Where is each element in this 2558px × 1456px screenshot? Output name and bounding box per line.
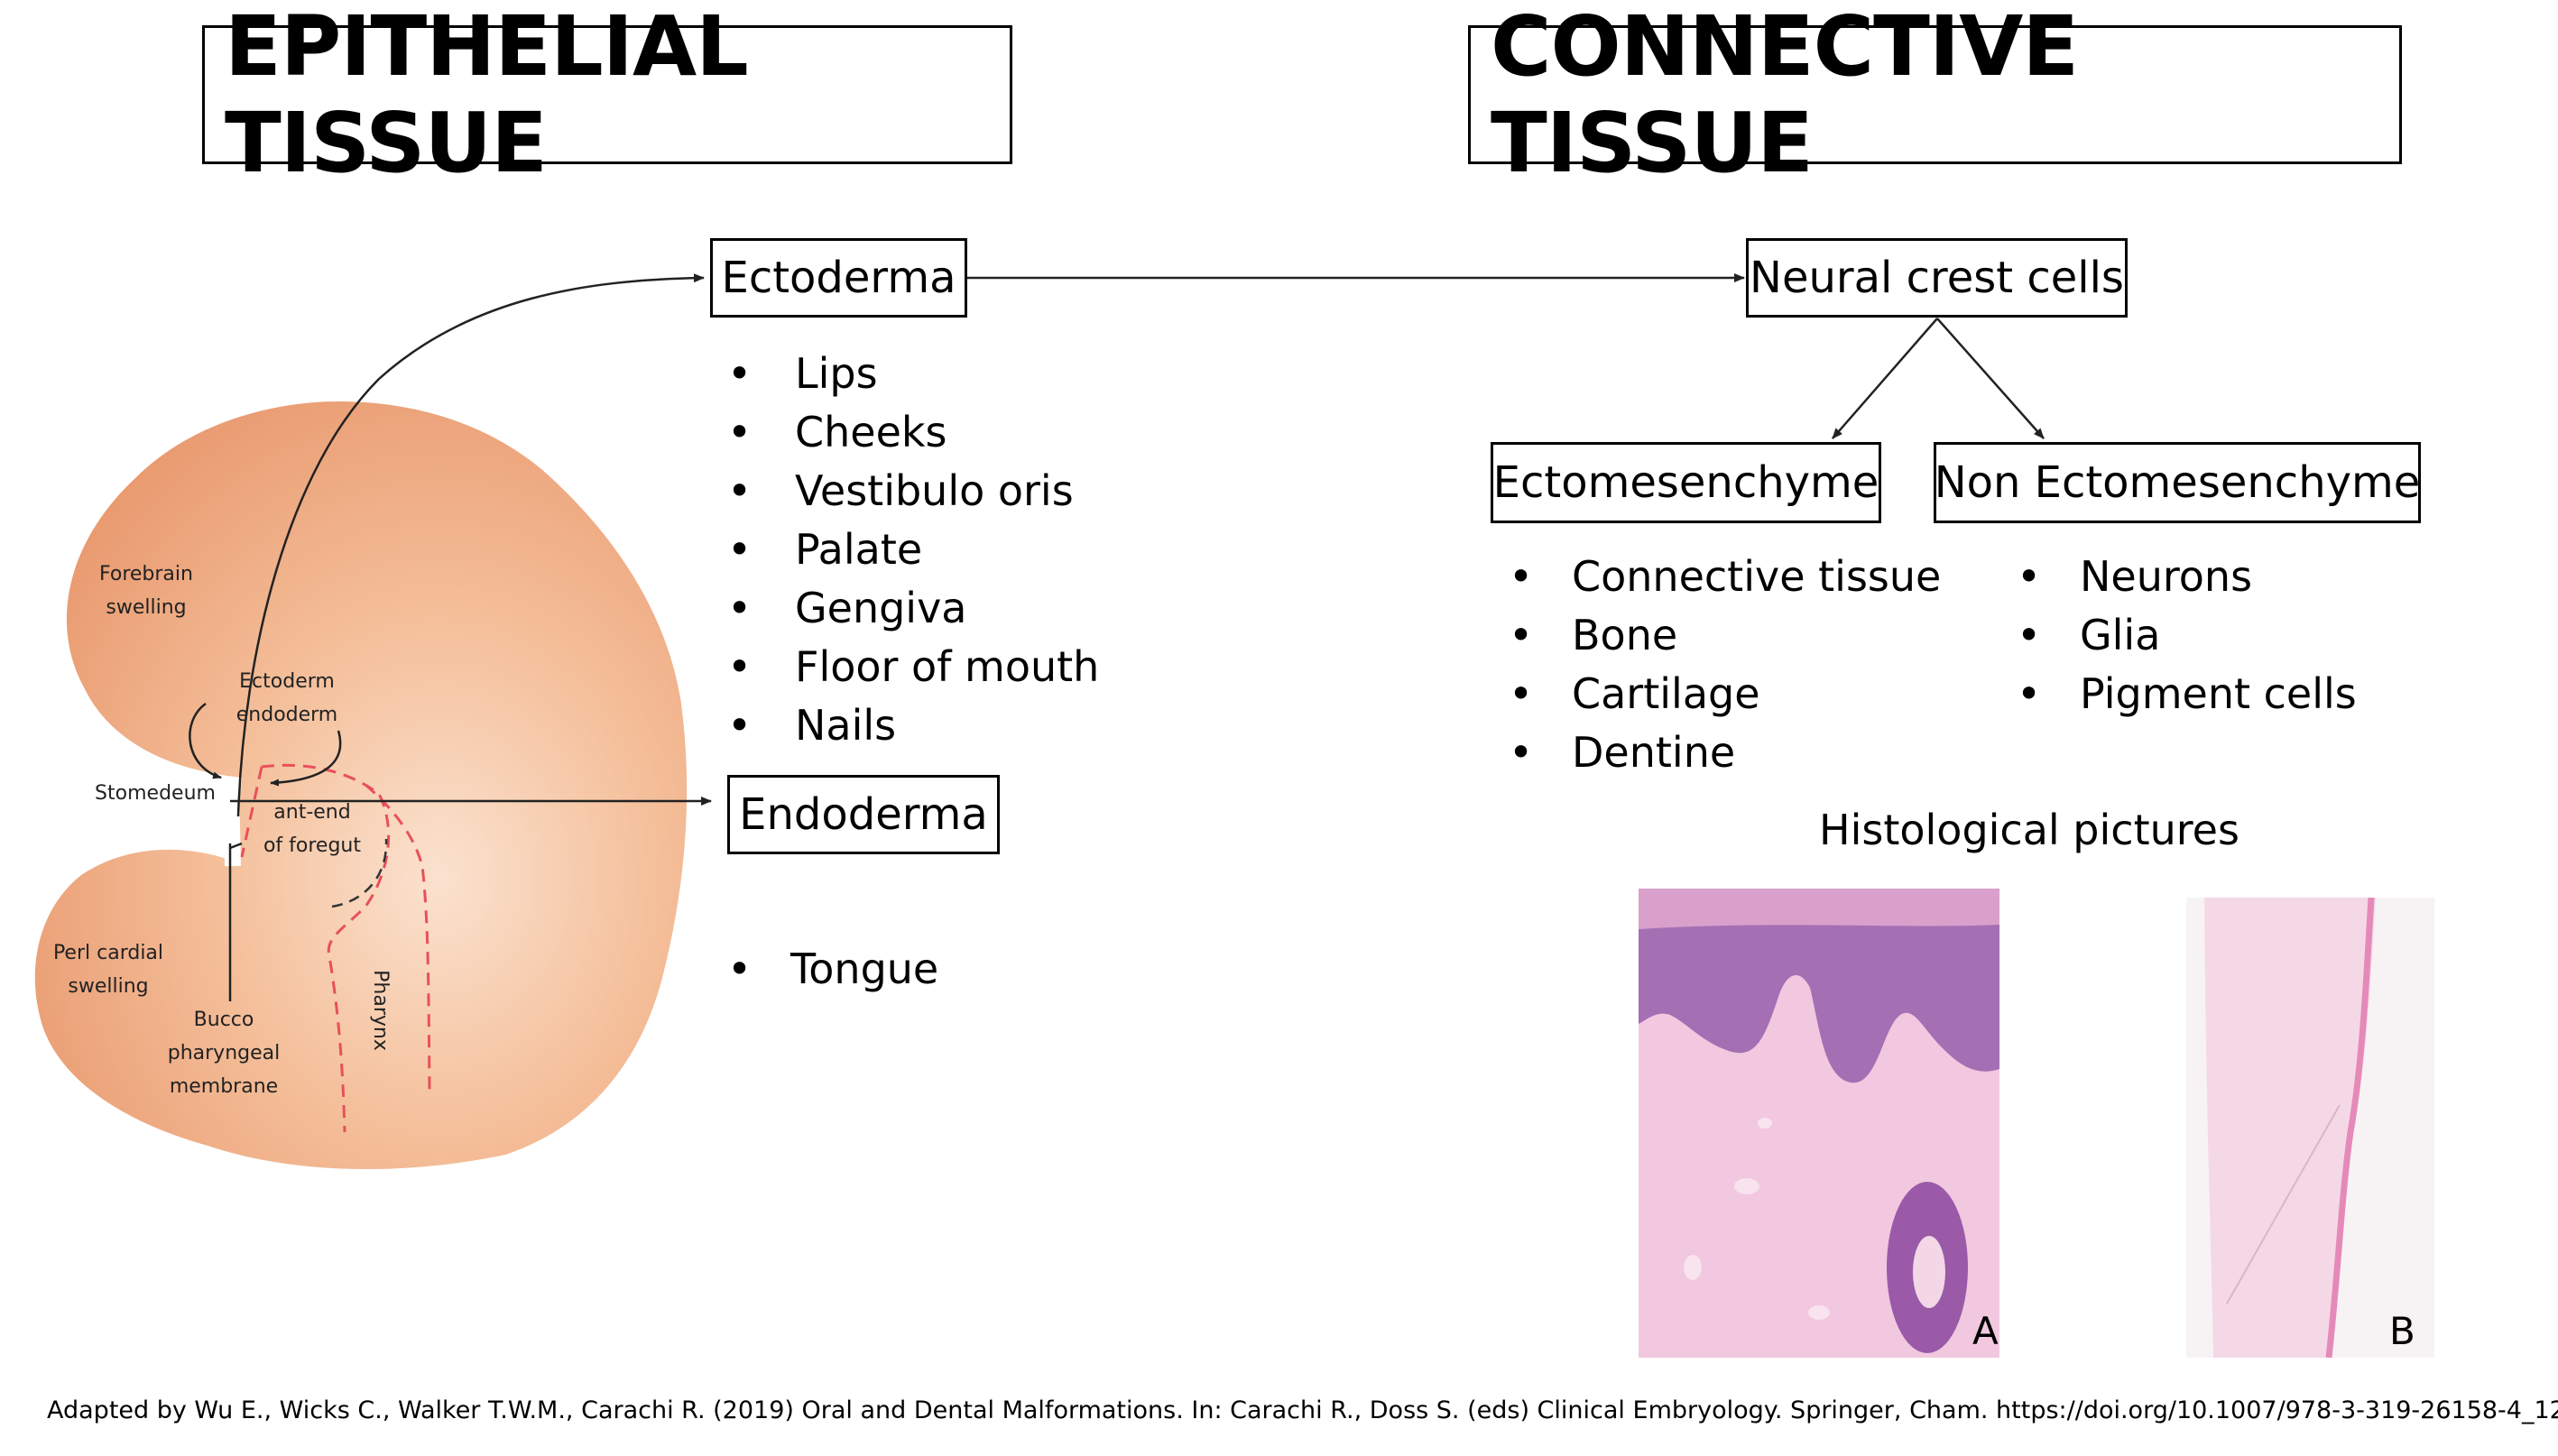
label-bucco-3: membrane <box>170 1075 278 1098</box>
connective-title: CONNECTIVE TISSUE <box>1491 0 2079 191</box>
histology-image-a: A <box>1639 889 1999 1358</box>
epithelial-title-box: EPITHELIAL TISSUE <box>202 0 1012 191</box>
histology-label-a: A <box>1972 1309 1999 1353</box>
label-stomedeum: Stomedeum <box>95 782 216 805</box>
list-item: Lips <box>727 345 1099 403</box>
connective-title-box: CONNECTIVE TISSUE <box>1468 0 2402 191</box>
histology-label-b: B <box>2389 1309 2415 1353</box>
arrow-to-ectomesenchyme <box>1832 318 1938 439</box>
label-perl-1: Perl cardial <box>53 942 163 964</box>
embryo-shape <box>34 401 688 1170</box>
label-bucco-2: pharyngeal <box>168 1042 281 1064</box>
ectoderma-box: Ectoderma <box>710 238 967 318</box>
endoderma-list: Tongue <box>727 940 938 999</box>
endoderma-label: Endoderma <box>739 789 988 840</box>
list-item: Floor of mouth <box>727 638 1099 696</box>
list-item: Dentine <box>1509 723 1941 782</box>
label-antend-1: ant-end <box>273 801 350 824</box>
ectomesenchyme-box: Ectomesenchyme <box>1491 442 1881 523</box>
ectoderma-list: Lips Cheeks Vestibulo oris Palate Gengiv… <box>727 345 1099 755</box>
label-ectoderm: Ectoderm <box>239 670 335 693</box>
neural-crest-box: Neural crest cells <box>1746 238 2128 318</box>
non-ectomesenchyme-label: Non Ectomesenchyme <box>1934 457 2421 508</box>
list-item: Glia <box>2017 606 2357 665</box>
list-item: Palate <box>727 521 1099 579</box>
arrow-to-ectoderma <box>236 273 705 817</box>
non-ectomesenchyme-list: Neurons Glia Pigment cells <box>2017 548 2357 723</box>
list-item: Nails <box>727 696 1099 755</box>
arrow-to-non-ectomesenchyme <box>1936 318 2045 439</box>
list-item: Connective tissue <box>1509 548 1941 606</box>
ectomesenchyme-label: Ectomesenchyme <box>1492 457 1879 508</box>
list-item: Cartilage <box>1509 665 1941 723</box>
label-bucco-1: Bucco <box>194 1009 254 1031</box>
list-item: Cheeks <box>727 403 1099 462</box>
citation-footer: Adapted by Wu E., Wicks C., Walker T.W.M… <box>47 1396 2558 1424</box>
neural-crest-label: Neural crest cells <box>1750 253 2124 303</box>
list-item: Pigment cells <box>2017 665 2357 723</box>
label-perl-2: swelling <box>68 975 148 998</box>
list-item: Tongue <box>727 940 938 999</box>
label-endoderm: endoderm <box>236 704 338 726</box>
label-pharynx: Pharynx <box>369 970 392 1051</box>
non-ectomesenchyme-box: Non Ectomesenchyme <box>1934 442 2421 523</box>
endoderma-box: Endoderma <box>727 775 1000 854</box>
label-antend-2: of foregut <box>263 834 361 857</box>
ectomesenchyme-list: Connective tissue Bone Cartilage Dentine <box>1509 548 1941 782</box>
list-item: Bone <box>1509 606 1941 665</box>
foregut-dashed-outline <box>261 763 391 1133</box>
list-item: Neurons <box>2017 548 2357 606</box>
histology-image-b: B <box>2186 898 2434 1358</box>
list-item: Vestibulo oris <box>727 462 1099 521</box>
histology-title: Histological pictures <box>1819 806 2239 854</box>
ectoderma-label: Ectoderma <box>721 253 956 303</box>
epithelial-title: EPITHELIAL TISSUE <box>225 0 749 191</box>
label-forebrain-2: swelling <box>106 596 186 619</box>
label-forebrain-1: Forebrain <box>99 563 193 585</box>
list-item: Gengiva <box>727 579 1099 638</box>
